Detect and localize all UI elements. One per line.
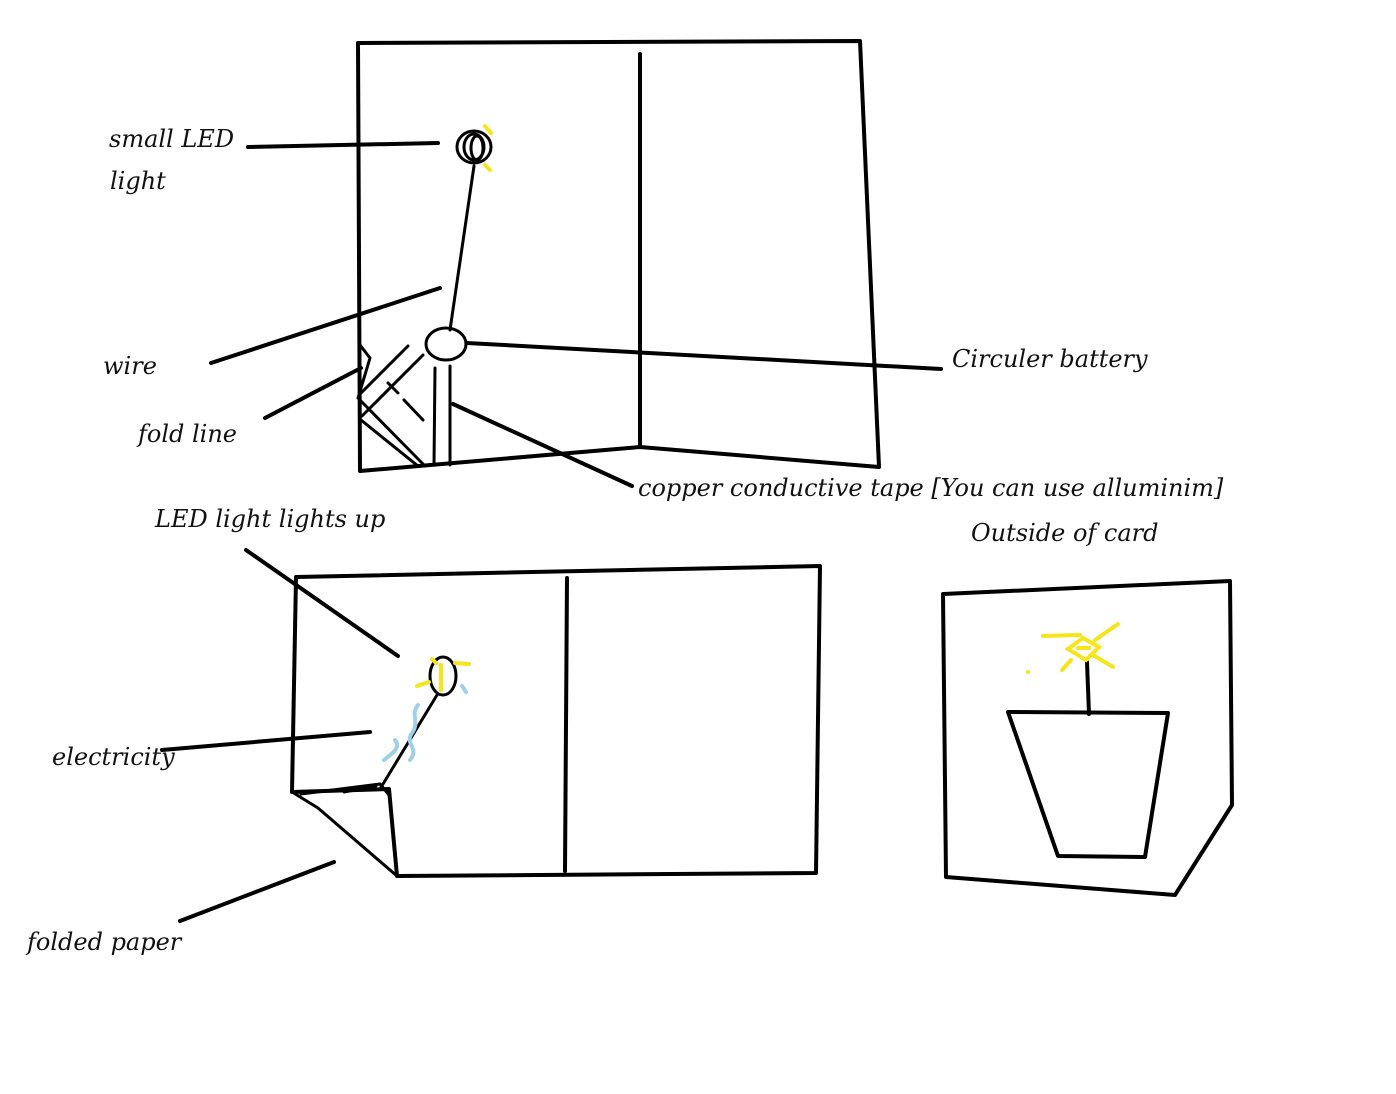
- label-electricity: electricity: [52, 743, 175, 771]
- leader-fold-line: [263, 366, 363, 420]
- inside-card-outline: [356, 39, 881, 473]
- folded-paper-corner: [290, 790, 399, 878]
- pressed-card-center-fold: [563, 576, 569, 873]
- flower-pot: [1006, 710, 1170, 859]
- label-circular-battery: Circuler battery: [952, 345, 1148, 373]
- circular-battery: [424, 326, 468, 362]
- label-folded-paper: folded paper: [27, 928, 182, 956]
- leader-small-led: [246, 141, 440, 149]
- tape-strip-diagonal-a: [358, 344, 410, 396]
- electricity-spark-1: [407, 703, 420, 762]
- inside-card-open: [209, 39, 943, 488]
- lit-led-glow-top: [430, 657, 438, 665]
- label-small-led-line1: small LED: [109, 125, 235, 153]
- fold-line-dashed-1: [386, 381, 400, 395]
- outside-card: [941, 579, 1234, 897]
- label-wire: wire: [103, 352, 157, 380]
- lit-led-glow-left: [415, 680, 431, 688]
- electricity-spark-2: [382, 738, 400, 762]
- tape-strip-diagonal-c: [359, 418, 420, 468]
- flower-led-icon: [1026, 622, 1120, 674]
- led-bulb-inner-2: [469, 134, 485, 162]
- corner-flap: [356, 343, 427, 468]
- pressed-card: [160, 548, 822, 923]
- folded-paper-inner: [299, 782, 391, 797]
- pressed-card-outline: [290, 564, 822, 878]
- leader-folded-paper: [178, 860, 336, 923]
- label-copper-tape: copper conductive tape [You can use allu…: [638, 474, 1224, 502]
- leader-copper-tape: [451, 402, 634, 488]
- label-outside-of-card: Outside of card: [971, 519, 1159, 547]
- lit-led-bulb: [428, 655, 458, 697]
- led-glow-mark-bottom: [483, 163, 492, 172]
- led-glow-mark-top: [483, 124, 493, 135]
- electricity-spark-3: [460, 684, 468, 694]
- label-led-lights-up: LED light lights up: [155, 505, 386, 533]
- label-small-led-line2: light: [110, 167, 166, 195]
- leader-electricity: [160, 730, 372, 752]
- lit-led-glow-right-top: [453, 661, 471, 666]
- leader-wire: [209, 286, 442, 365]
- outside-card-outline: [941, 579, 1234, 897]
- leader-led-lights-up: [244, 548, 400, 658]
- folded-paper-crease: [342, 784, 378, 794]
- flower-stem: [1085, 660, 1091, 716]
- led-wire: [448, 164, 476, 332]
- leader-circular-battery: [465, 341, 943, 371]
- copper-tape-strip-left: [432, 366, 437, 467]
- led-bulb: [455, 129, 493, 165]
- fold-line-dashed-2: [402, 398, 425, 422]
- label-fold-line: fold line: [138, 420, 238, 448]
